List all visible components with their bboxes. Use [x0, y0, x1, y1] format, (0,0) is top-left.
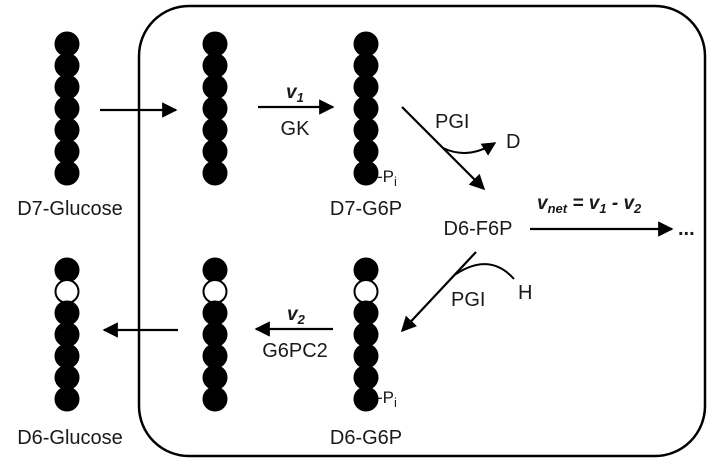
net-flux-continuation: ... — [678, 218, 695, 240]
deuterium-bead — [54, 74, 80, 100]
gk-enzyme-label: GK — [281, 118, 311, 140]
cell-boundary — [137, 4, 707, 458]
d6-glucose-intracellular-chain — [202, 257, 228, 412]
deuterium-bead — [54, 160, 80, 186]
hydrogen-uptake-arc — [455, 263, 515, 280]
d7-g6p-label: D7-G6P — [330, 198, 402, 220]
deuterium-bead — [54, 300, 80, 326]
deuterium-bead — [202, 53, 228, 78]
deuterium-bead — [202, 257, 228, 283]
deuterium-bead — [202, 386, 228, 412]
deuterium-bead — [202, 117, 228, 143]
d6-glucose-label: D6-Glucose — [17, 427, 123, 449]
d6-g6p-chain — [353, 257, 379, 412]
g6pc2-enzyme-label: G6PC2 — [262, 340, 328, 362]
deuterium-bead — [353, 96, 379, 121]
deuterium-bead — [202, 322, 228, 347]
d6-f6p-label: D6-F6P — [444, 218, 513, 240]
hydrogen-bead — [202, 279, 228, 304]
d7-g6p-phosphate: -Pi — [377, 167, 397, 189]
deuterium-bead — [353, 31, 379, 57]
hydrogen-bead — [353, 279, 379, 304]
deuterium-bead — [202, 343, 228, 369]
deuterium-bead — [353, 365, 379, 390]
deuterium-bead — [54, 365, 80, 390]
pgi-reverse-enzyme-label: PGI — [451, 289, 485, 311]
net-flux-equation: vnet = v1 - v2 — [537, 193, 642, 216]
gk-flux-label: v1 — [286, 82, 304, 105]
deuterium-bead — [202, 300, 228, 326]
deuterium-bead — [202, 96, 228, 121]
pgi-reverse-arrow — [400, 251, 477, 333]
deuterium-bead — [353, 74, 379, 100]
deuterium-bead — [202, 160, 228, 186]
deuterium-bead — [353, 386, 379, 412]
g6pc2-flux-label: v2 — [287, 304, 306, 327]
d7-glucose-label: D7-Glucose — [17, 198, 123, 220]
deuterium-bead — [202, 139, 228, 164]
d6-g6p-phosphate: -Pi — [377, 388, 397, 410]
hydrogen-bead — [54, 279, 80, 304]
deuterium-bead — [54, 386, 80, 412]
deuterium-bead — [353, 343, 379, 369]
deuterium-bead — [54, 53, 80, 78]
d7-g6p-chain — [353, 31, 379, 186]
deuterium-bead — [54, 117, 80, 143]
hydrogen-label: H — [518, 282, 532, 304]
deuterium-bead — [353, 257, 379, 283]
deuterium-bead — [202, 365, 228, 390]
d7-glucose-intracellular-chain — [202, 31, 228, 186]
deuterium-bead — [54, 322, 80, 347]
deuterium-bead — [54, 31, 80, 57]
deuterium-bead — [353, 53, 379, 78]
deuterium-bead — [353, 160, 379, 186]
deuterium-bead — [54, 257, 80, 283]
d6-glucose-chain — [54, 257, 80, 412]
deuterium-bead — [202, 31, 228, 57]
d6-g6p-label: D6-G6P — [330, 427, 402, 449]
deuterium-bead — [353, 117, 379, 143]
deuterium-bead — [353, 322, 379, 347]
deuterium-label: D — [506, 131, 520, 153]
deuterium-bead — [54, 139, 80, 164]
deuterium-bead — [353, 300, 379, 326]
deuterium-release-arrow — [442, 142, 497, 156]
deuterium-bead — [353, 139, 379, 164]
deuterium-bead — [54, 96, 80, 121]
pgi-forward-enzyme-label: PGI — [435, 111, 469, 133]
d7-glucose-chain — [54, 31, 80, 186]
deuterium-bead — [54, 343, 80, 369]
deuterium-bead — [202, 74, 228, 100]
